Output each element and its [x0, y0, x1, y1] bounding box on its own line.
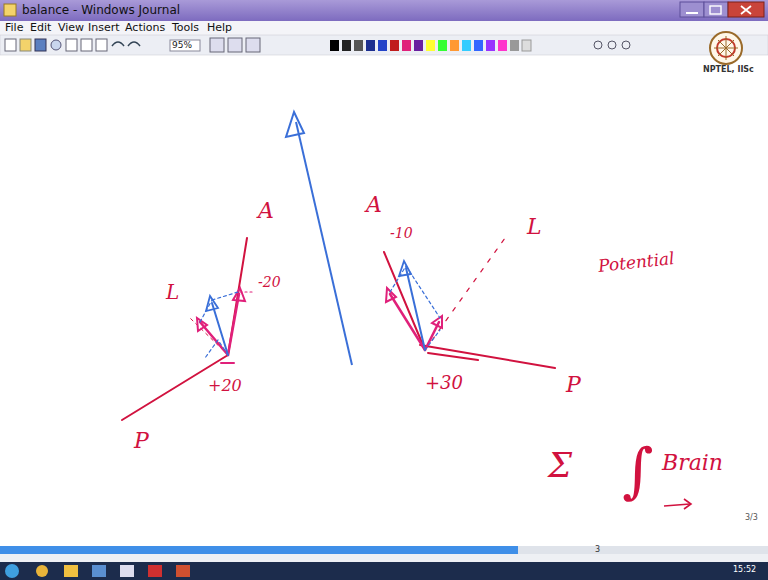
progress-bar	[0, 546, 518, 554]
menu-item: Actions	[125, 22, 165, 33]
toolbar-icons	[5, 38, 260, 52]
axis-label: A	[258, 200, 274, 222]
menu-item: Help	[207, 22, 232, 33]
menu-item: View	[58, 22, 84, 33]
clock: 15:52	[733, 566, 756, 574]
maximize-glyph	[710, 6, 721, 14]
left-vector-figure	[122, 238, 252, 420]
charge-value: +20	[208, 378, 242, 394]
page-number: 3	[595, 546, 600, 554]
status-strip	[0, 546, 768, 554]
taskbar-icons	[5, 564, 190, 578]
sum-symbol: Σ	[548, 448, 572, 482]
charge-value: -20	[258, 275, 281, 289]
page-counter: 3/3	[745, 514, 758, 522]
menu-item: Tools	[172, 22, 199, 33]
axis-label: L	[527, 216, 542, 238]
axis-label: L	[166, 282, 179, 302]
menu-item: Insert	[88, 22, 120, 33]
note-text: Potential	[597, 250, 675, 275]
axis-label: A	[366, 194, 382, 216]
page-strip	[0, 554, 768, 562]
axis-label: P	[566, 374, 581, 396]
close-cross	[741, 6, 751, 14]
close-button	[728, 2, 764, 17]
title-bar	[0, 0, 768, 21]
minimize-button	[680, 2, 704, 17]
charge-value: -10	[390, 226, 413, 240]
menu-item: File	[5, 22, 23, 33]
minimize-glyph	[686, 12, 698, 14]
charge-value: +30	[425, 374, 463, 392]
axis-label: P	[134, 430, 149, 452]
window-title: balance - Windows Journal	[22, 4, 180, 16]
logo-caption: NPTEL, IISc	[703, 66, 754, 74]
brain-arrow	[664, 499, 691, 509]
nptel-logo	[710, 32, 742, 64]
note-text: Brain	[662, 452, 723, 474]
app-icon	[4, 4, 16, 16]
menu-bar	[0, 21, 768, 35]
tool-bar	[0, 35, 768, 55]
taskbar	[0, 562, 768, 580]
maximize-button	[704, 2, 728, 17]
right-vector-figure	[384, 238, 555, 368]
menu-item: Edit	[30, 22, 51, 33]
zoom-level: 95%	[172, 41, 192, 50]
integral-symbol: ∫	[622, 440, 653, 500]
blue-axis-arrow	[286, 112, 352, 365]
color-palette	[330, 40, 630, 51]
